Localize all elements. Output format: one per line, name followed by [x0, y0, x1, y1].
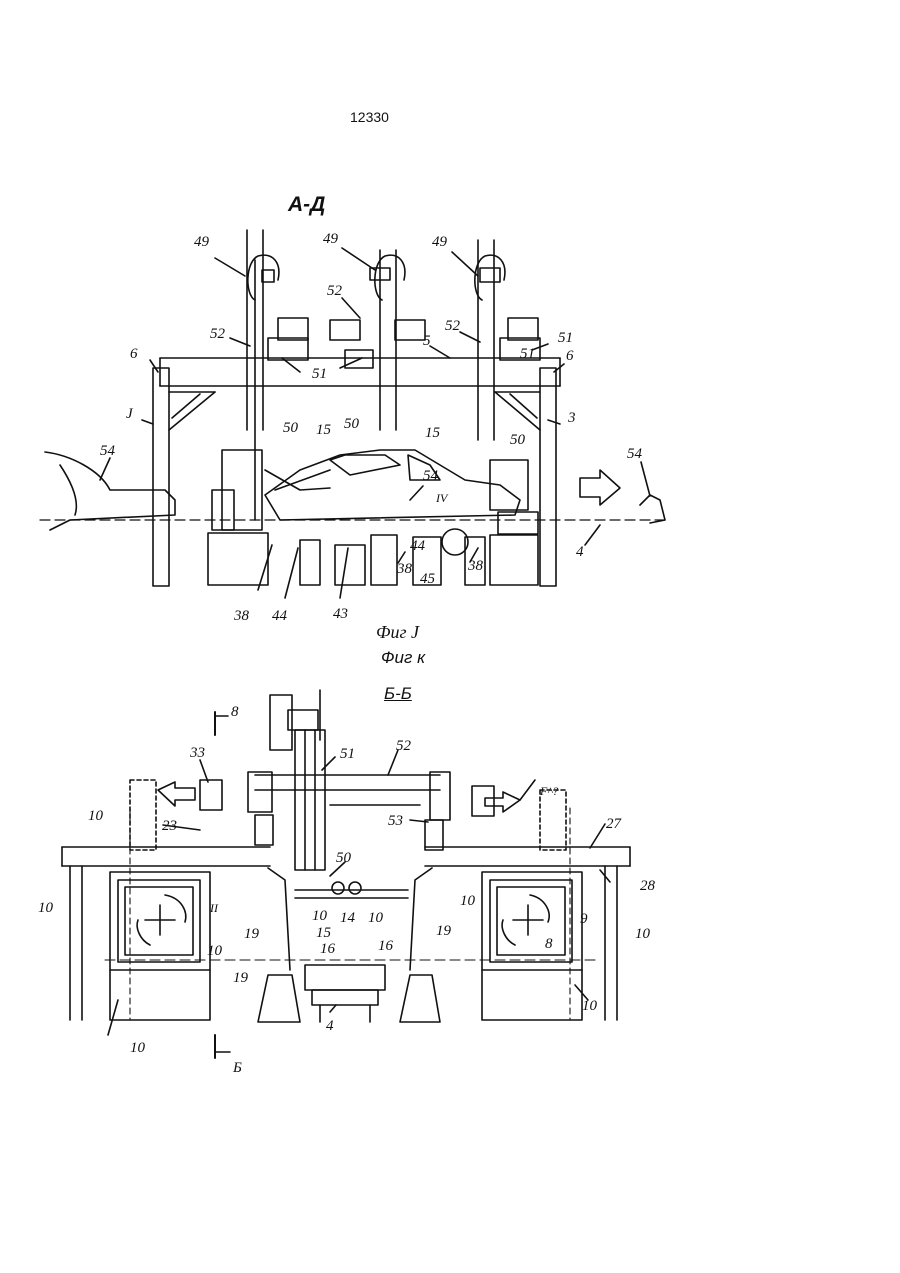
label-51-right: 51	[558, 330, 573, 346]
label-4-top: 4	[576, 544, 584, 560]
label-51-left: 51	[312, 366, 327, 382]
label-6-left: 6	[130, 346, 138, 362]
label-3: 3	[567, 410, 576, 426]
label-15: 15	[316, 925, 332, 941]
label-28: 28	[640, 878, 656, 894]
label-6-right: 6	[566, 348, 574, 364]
label-52-right: 52	[445, 318, 461, 334]
label-10-h: 10	[582, 998, 598, 1014]
label-16-right: 16	[378, 938, 394, 954]
label-54-right: 54	[627, 446, 643, 462]
label-50-mid: 50	[344, 416, 360, 432]
label-10-d: 10	[312, 908, 328, 924]
label-9: 9	[580, 911, 588, 927]
label-44-right: 44	[410, 538, 426, 554]
label-j: J	[126, 406, 134, 422]
label-19-a: 19	[244, 926, 260, 942]
label-5: 5	[423, 333, 431, 349]
label-50-right: 50	[510, 432, 526, 448]
label-10-e: 10	[368, 910, 384, 926]
label-52-mid: 52	[327, 283, 343, 299]
label-27: 27	[606, 816, 623, 832]
label-14: 14	[340, 910, 356, 926]
label-19-c: 19	[436, 923, 452, 939]
label-49-mid: 49	[323, 231, 339, 247]
label-49-right: 49	[432, 234, 448, 250]
label-52: 52	[396, 738, 412, 754]
label-23: 23	[162, 818, 177, 834]
label-50: 50	[336, 850, 352, 866]
vertical-guide-middle	[330, 250, 425, 430]
label-51: 51	[340, 746, 355, 762]
label-38-right: 38	[467, 558, 484, 574]
label-53: 53	[388, 813, 403, 829]
label-52-left: 52	[210, 326, 226, 342]
label-38-bottom: 38	[233, 608, 250, 624]
label-10-i: 10	[130, 1040, 146, 1056]
label-16-left: 16	[320, 941, 336, 957]
label-50-left: 50	[283, 420, 299, 436]
label-10-b: 10	[38, 900, 54, 916]
label-54-left: 54	[100, 443, 116, 459]
label-10-a: 10	[88, 808, 104, 824]
label-8-panel: 8	[545, 936, 553, 952]
top-assembly-line-drawing	[40, 230, 670, 598]
label-19-b: 19	[233, 970, 249, 986]
label-f-note: F^?	[539, 784, 558, 798]
vertical-guide-right	[475, 240, 540, 440]
label-54-body: 54	[423, 468, 439, 484]
label-ii: II	[209, 901, 219, 915]
label-8-section: 8	[231, 704, 239, 720]
label-51-right-low: 51	[520, 346, 535, 362]
label-iv: IV	[435, 491, 449, 505]
label-38-mid: 38	[396, 561, 413, 577]
label-10-c: 10	[207, 943, 223, 959]
label-10-f: 10	[460, 893, 476, 909]
label-45: 45	[420, 571, 436, 587]
label-4: 4	[326, 1018, 334, 1034]
label-b-section: Б	[232, 1060, 242, 1076]
label-15-right: 15	[425, 425, 441, 441]
label-43: 43	[333, 606, 348, 622]
label-33: 33	[189, 745, 205, 761]
label-44-bottom: 44	[272, 608, 288, 624]
label-15-left: 15	[316, 422, 332, 438]
label-49-left: 49	[194, 234, 210, 250]
label-10-g: 10	[635, 926, 651, 942]
